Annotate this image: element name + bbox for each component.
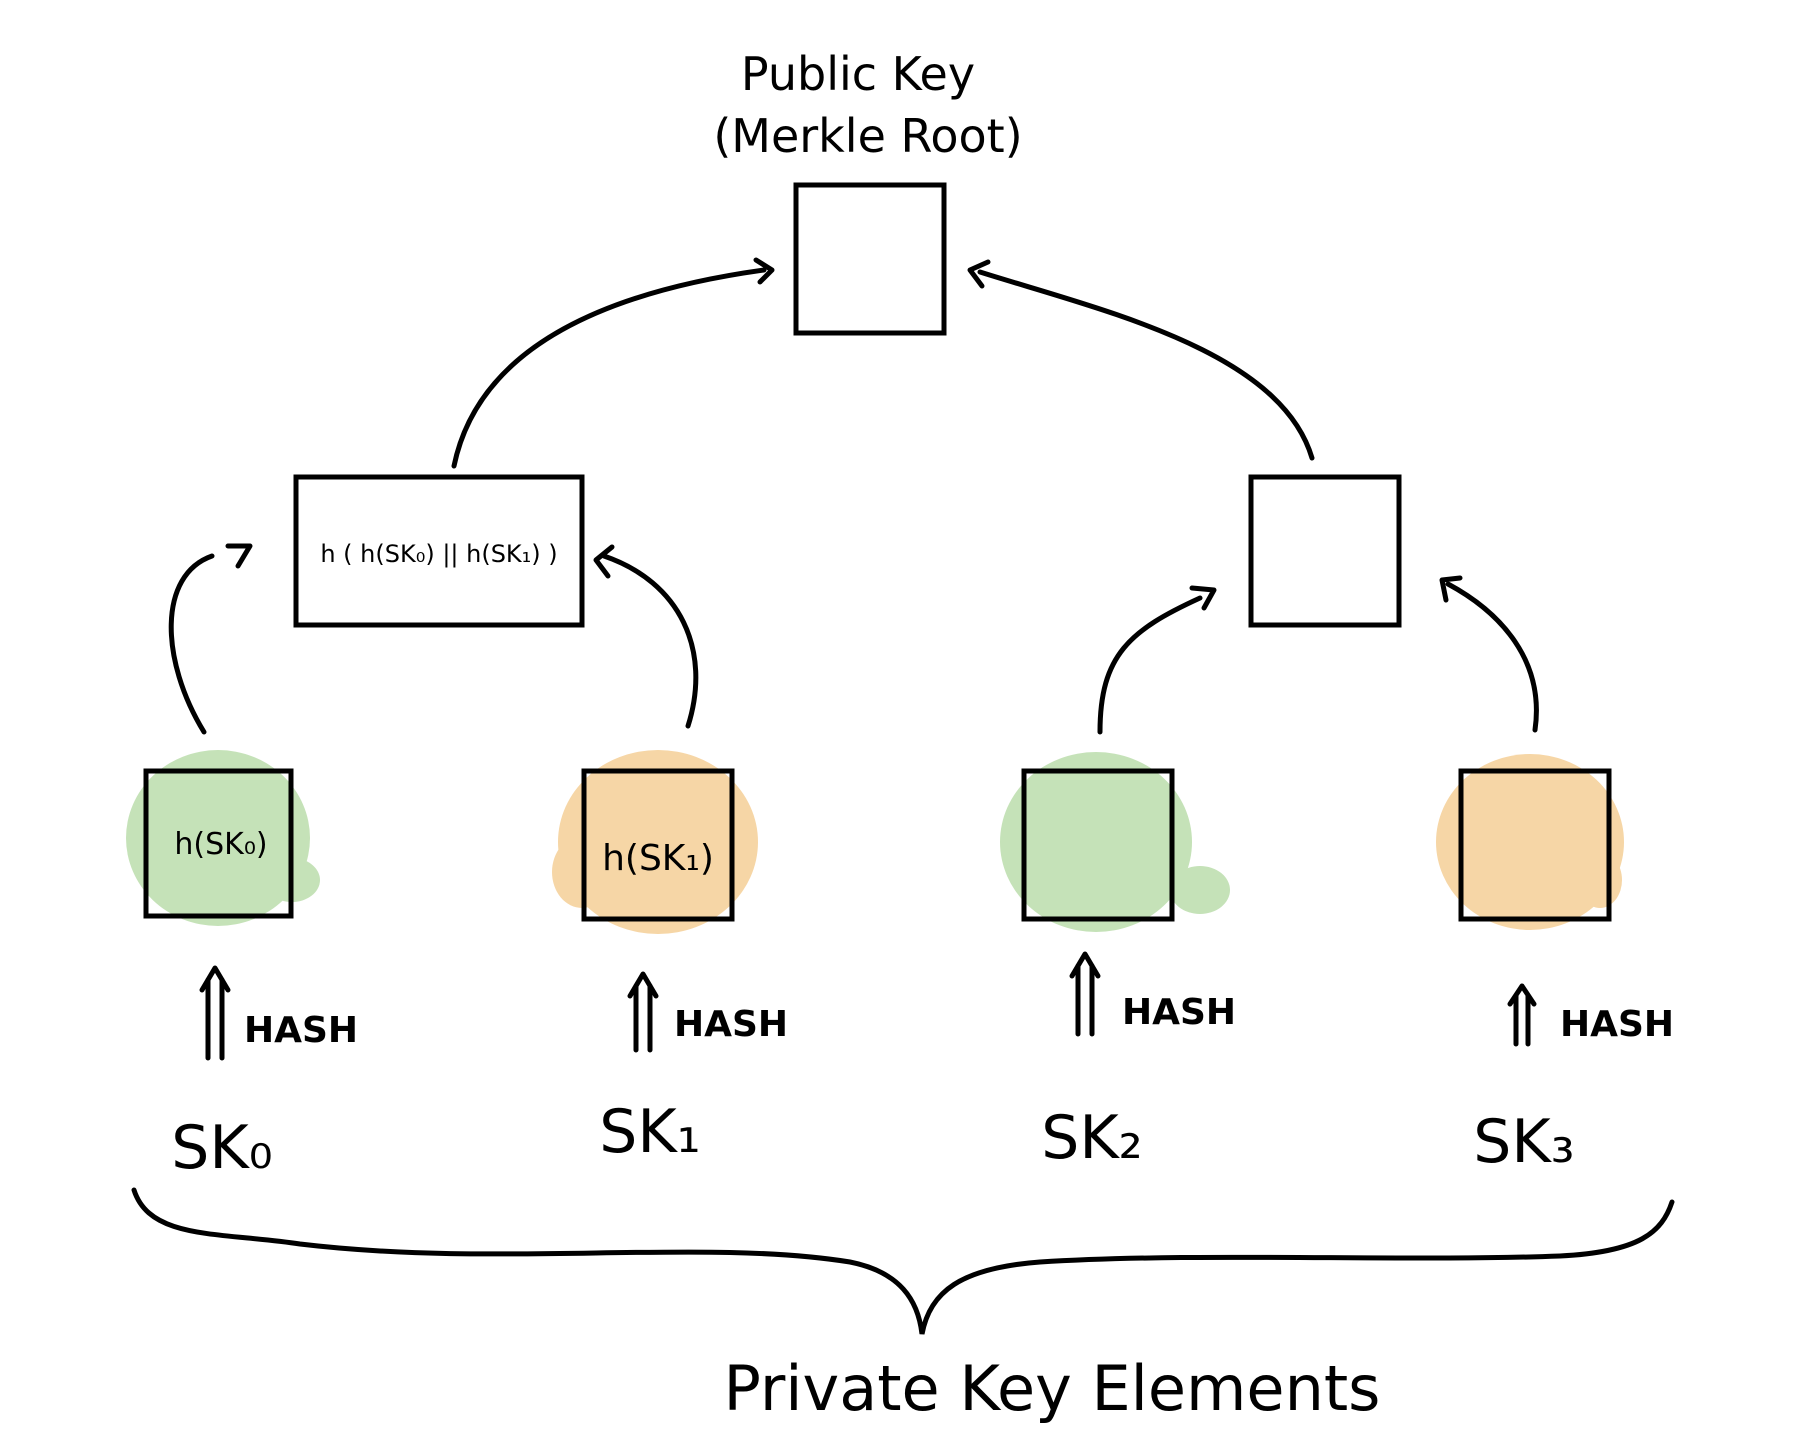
hash-arrow-3 [1507, 983, 1537, 1047]
edge-left-to-root [451, 267, 767, 469]
intermediate-node-left-label: h ( h(SK₀) || h(SK₁) ) [320, 540, 557, 568]
hash-arrow-2 [1069, 951, 1101, 1037]
private-key-elements-label: Private Key Elements [724, 1352, 1381, 1425]
arrowhead-leaf3 [1439, 575, 1463, 603]
edge-right-to-root [977, 269, 1315, 461]
hash-label-0: HASH [244, 1010, 358, 1051]
intermediate-node-left [293, 474, 585, 628]
arrowhead-leaf0 [225, 543, 253, 569]
root-title-line2: (Merkle Root) [713, 109, 1022, 163]
hash-label-2: HASH [1122, 992, 1236, 1033]
arrowhead-leaf2 [1189, 585, 1217, 611]
key-label-3: SK₃ [1473, 1107, 1574, 1177]
key-label-1: SK₁ [599, 1097, 700, 1167]
edge-leaf3-to-right [1445, 581, 1539, 733]
edge-leaf2-to-right [1097, 595, 1203, 735]
hash-label-1: HASH [674, 1004, 788, 1045]
leaf-node-1 [581, 768, 735, 922]
arrowhead-right-to-root [967, 259, 991, 289]
leaf-highlight-2 [1000, 752, 1230, 932]
hash-label-3: HASH [1560, 1004, 1674, 1045]
leaf-node-2 [1021, 768, 1175, 922]
arrowhead-left-to-root [753, 257, 775, 285]
hash-arrow-1 [627, 971, 659, 1053]
key-label-0: SK₀ [171, 1113, 272, 1183]
edge-leaf0-to-left [168, 553, 215, 735]
edge-leaf1-to-left [601, 553, 699, 729]
key-label-2: SK₂ [1041, 1103, 1142, 1173]
root-node [793, 182, 947, 336]
leaf-node-0 [143, 768, 294, 919]
leaf-node-3 [1458, 768, 1612, 922]
leaf-node-0-label: h(SK₀) [174, 827, 267, 862]
leaf-node-1-label: h(SK₁) [602, 838, 714, 879]
root-title-line1: Public Key [741, 47, 975, 101]
arrowhead-leaf1 [593, 544, 615, 579]
hash-arrow-0 [199, 965, 231, 1061]
curly-brace [131, 1187, 1675, 1335]
intermediate-node-right [1248, 474, 1402, 628]
leaf-highlight-3 [1436, 754, 1624, 930]
